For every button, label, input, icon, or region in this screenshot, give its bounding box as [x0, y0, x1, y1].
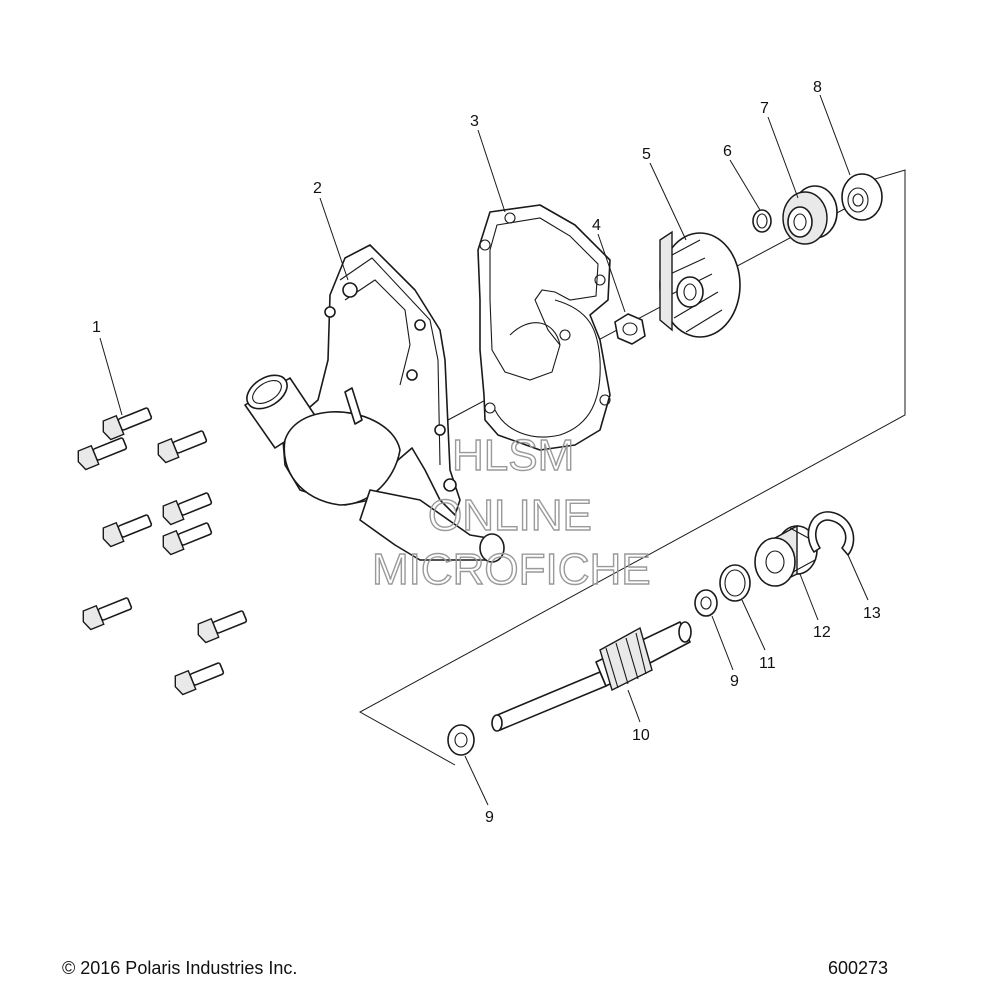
thrust-washer-left [447, 724, 475, 756]
callout-4: 4 [592, 217, 601, 234]
bolt-group [77, 407, 248, 696]
pump-shaft [491, 621, 692, 732]
assembly-frame [358, 169, 906, 766]
bolt [197, 610, 248, 644]
callout-3: 3 [470, 113, 479, 130]
bolt [174, 662, 225, 696]
watermark-line-3: MICROFICHE [372, 545, 651, 594]
bolt [77, 437, 128, 471]
callout-5: 5 [642, 146, 651, 163]
o-ring-small [752, 209, 772, 233]
callout-13: 13 [863, 605, 881, 622]
bolt [162, 492, 213, 526]
callout-9-left: 9 [485, 809, 494, 826]
watermark-line-2: ONLINE [428, 491, 592, 540]
bolt [162, 522, 213, 556]
retaining-circlip [807, 511, 855, 556]
bolt [157, 430, 208, 464]
callout-2: 2 [313, 180, 322, 197]
mechanical-seal [782, 185, 838, 245]
seal-washer [841, 173, 883, 221]
callout-9-right: 9 [730, 673, 739, 690]
figure-number: 600273 [828, 958, 889, 978]
callout-8: 8 [813, 79, 822, 96]
water-pump-housing [244, 244, 505, 563]
thrust-washer-right [694, 589, 718, 617]
impeller-nut [614, 313, 646, 345]
callout-10: 10 [632, 727, 650, 744]
callout-6: 6 [723, 143, 732, 160]
shaft-bearing [754, 524, 818, 587]
gasket [477, 204, 611, 451]
callout-12: 12 [813, 624, 831, 641]
impeller [659, 230, 741, 338]
copyright-notice: © 2016 Polaris Industries Inc. [62, 958, 298, 978]
bolt [82, 597, 133, 631]
callout-11: 11 [759, 655, 776, 672]
callout-1: 1 [92, 319, 101, 336]
bolt [102, 514, 153, 548]
watermark-line-1: HLSM [452, 431, 574, 480]
bolt [102, 407, 153, 441]
callout-7: 7 [760, 100, 769, 117]
